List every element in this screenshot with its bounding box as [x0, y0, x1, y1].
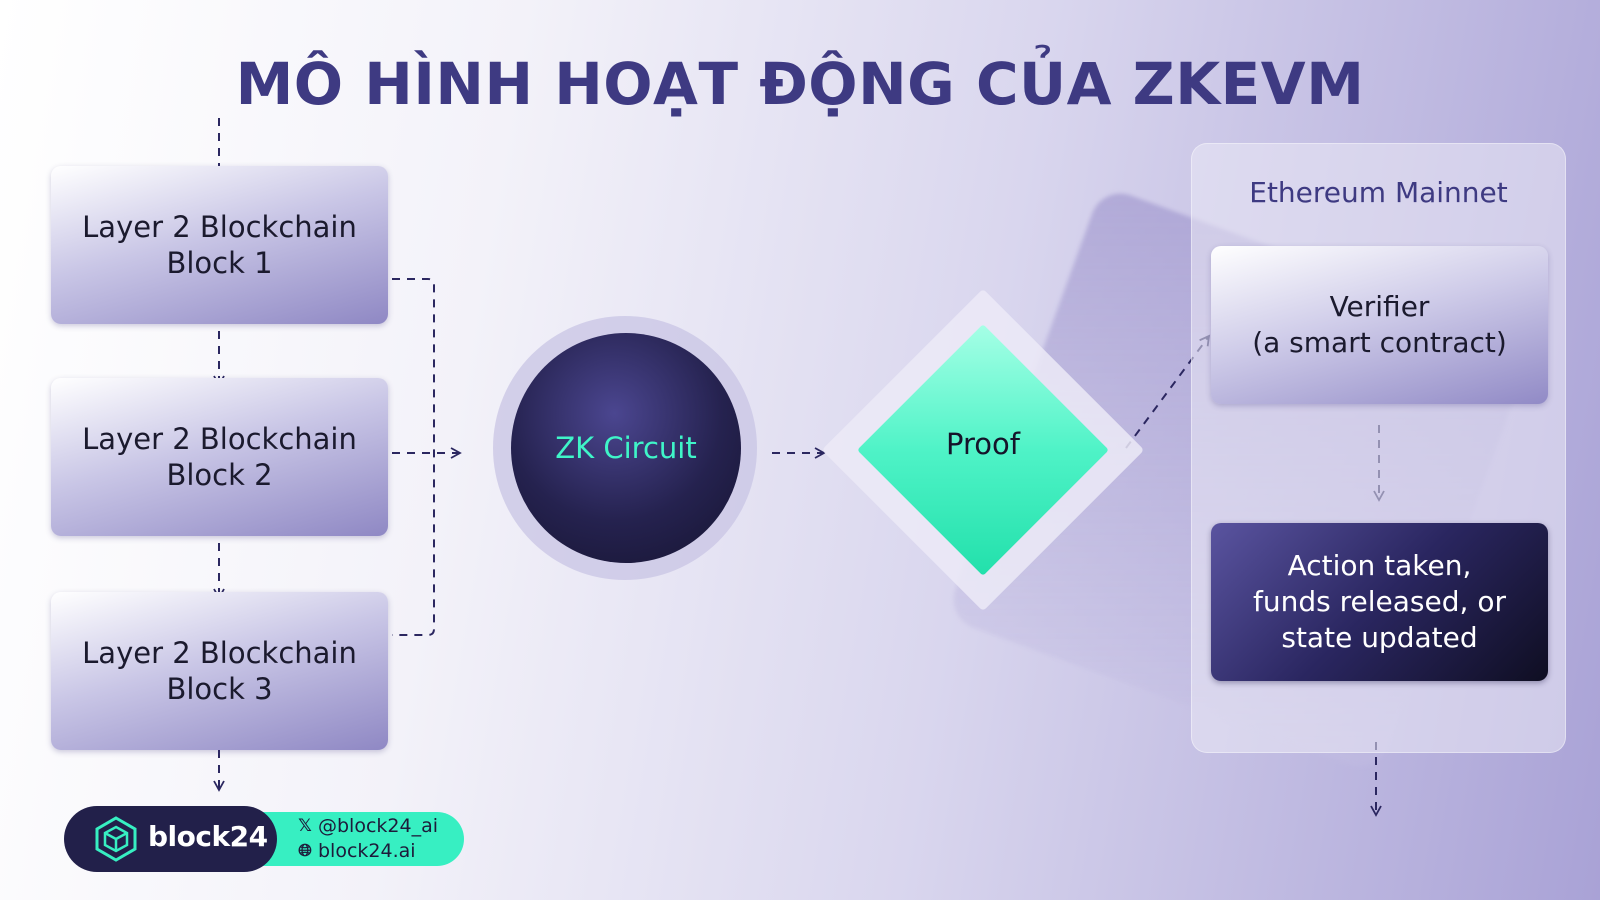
- brand-logo-text: block24: [148, 820, 268, 853]
- website-link[interactable]: block24.ai: [318, 840, 416, 862]
- verifier-line2: (a smart contract): [1252, 326, 1507, 359]
- block-3-line1: Layer 2 Blockchain: [82, 636, 357, 670]
- action-line1: Action taken,: [1287, 549, 1472, 582]
- x-logo-icon: 𝕏: [298, 816, 312, 836]
- website-row[interactable]: 🌐︎ block24.ai: [296, 840, 416, 862]
- action-line2: funds released, or: [1253, 585, 1506, 618]
- action-box: Action taken, funds released, or state u…: [1211, 523, 1548, 681]
- layer2-block-3: Layer 2 Blockchain Block 3: [51, 592, 388, 750]
- layer2-block-1: Layer 2 Blockchain Block 1: [51, 166, 388, 324]
- ethereum-mainnet-title: Ethereum Mainnet: [1249, 176, 1508, 209]
- bracket-connector: [392, 278, 435, 636]
- block-3-line2: Block 3: [166, 672, 273, 706]
- globe-icon: 🌐︎: [298, 841, 312, 861]
- block-2-line2: Block 2: [166, 458, 273, 492]
- zk-circuit-label: ZK Circuit: [555, 431, 697, 465]
- x-handle-row[interactable]: 𝕏 @block24_ai: [296, 815, 438, 837]
- brand-logo-pill: [64, 806, 277, 872]
- block-2-line1: Layer 2 Blockchain: [82, 422, 357, 456]
- block24-cube-icon: [95, 816, 137, 862]
- action-line3: state updated: [1281, 621, 1478, 654]
- verifier-line1: Verifier: [1329, 290, 1430, 323]
- page-title: MÔ HÌNH HOẠT ĐỘNG CỦA ZKEVM: [235, 50, 1365, 118]
- block-1-line2: Block 1: [166, 246, 273, 280]
- x-handle[interactable]: @block24_ai: [318, 815, 439, 837]
- proof-label: Proof: [946, 427, 1020, 461]
- layer2-block-2: Layer 2 Blockchain Block 2: [51, 378, 388, 536]
- zk-circuit-node: ZK Circuit: [511, 333, 741, 563]
- block-1-line1: Layer 2 Blockchain: [82, 210, 357, 244]
- verifier-box: Verifier (a smart contract): [1211, 246, 1548, 404]
